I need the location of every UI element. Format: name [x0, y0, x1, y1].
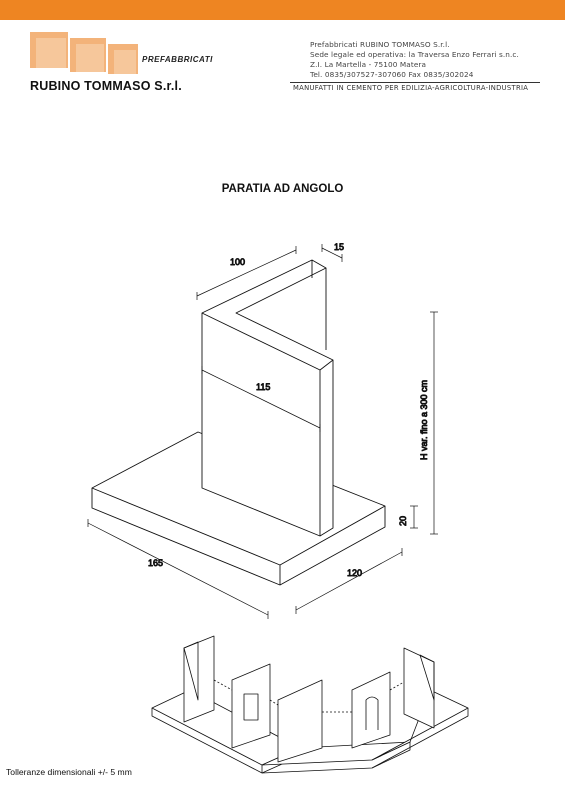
company-name: RUBINO TOMMASO S.r.l.: [30, 79, 182, 93]
dim-thickness: 15: [334, 242, 344, 252]
info-line: Z.I. La Martella - 75100 Matera: [310, 60, 427, 69]
l-wall: [201, 259, 334, 537]
dim-wall-length: 115: [256, 382, 270, 392]
brand-word: PREFABBRICATI: [142, 55, 213, 64]
dim-base-length: 165: [148, 558, 163, 568]
tolerance-note: Tolleranze dimensionali +/- 5 mm: [6, 767, 132, 777]
info-line: Sede legale ed operativa: la Traversa En…: [310, 50, 519, 59]
info-line: Prefabbricati RUBINO TOMMASO S.r.l.: [310, 40, 450, 49]
dimension-lines: [87, 244, 438, 619]
page-title: PARATIA AD ANGOLO: [221, 183, 344, 195]
info-line: Tel. 0835/307527-307060 Fax 0835/302024: [310, 70, 474, 79]
company-info: Prefabbricati RUBINO TOMMASO S.r.l. Sede…: [310, 40, 519, 80]
top-accent-bar: [0, 0, 565, 20]
header-divider: [290, 82, 540, 83]
tagline: MANUFATTI IN CEMENTO PER EDILIZIA-AGRICO…: [293, 84, 529, 92]
assembly-illustration: [151, 635, 469, 774]
dim-base-width: 120: [347, 568, 362, 578]
dim-height: H var. fino a 300 cm: [419, 380, 429, 460]
dim-top-flange: 100: [230, 257, 245, 267]
dim-base-thickness: 20: [398, 516, 408, 526]
company-logo-icon: [30, 32, 138, 74]
